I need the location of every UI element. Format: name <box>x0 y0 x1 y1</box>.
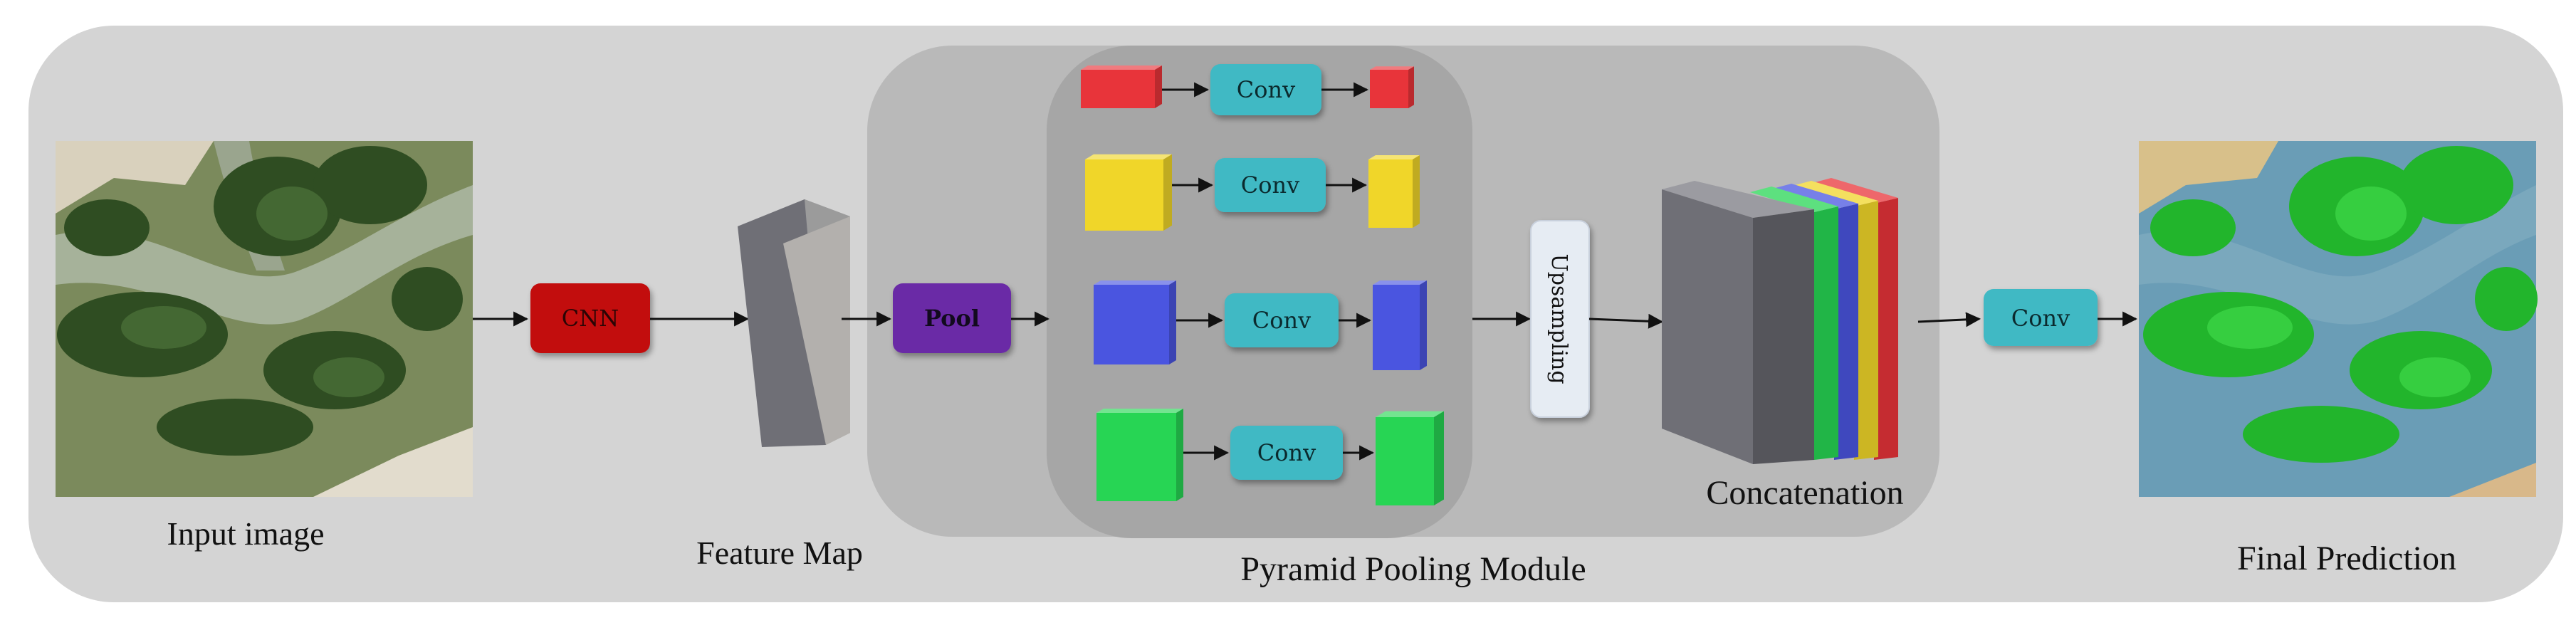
arrow-upsampling-to-concat <box>1588 313 1664 329</box>
final-conv-label: Conv <box>2011 305 2070 332</box>
input-image <box>56 141 473 497</box>
input-image-label: Input image <box>167 515 325 552</box>
pyramid-branch-4: Conv <box>1096 409 1444 505</box>
conv-output-cube-3 <box>1373 280 1427 370</box>
upsampling-block[interactable]: Upsampling <box>1530 220 1590 418</box>
conv-output-cube-1 <box>1370 66 1414 108</box>
pyramid-branch-2: Conv <box>1085 154 1420 231</box>
pooled-feature-cube-3 <box>1094 280 1176 364</box>
concat-feature-map <box>1662 181 1814 464</box>
ppm-label: Pyramid Pooling Module <box>1240 550 1586 588</box>
concat-slab-3 <box>1790 181 1878 460</box>
branch-conv-block-1[interactable]: Conv <box>1210 64 1321 115</box>
concatenation-stack <box>1662 178 1898 464</box>
feature-map-label: Feature Map <box>696 535 863 571</box>
concat-slab-2 <box>1770 184 1858 460</box>
final-prediction-label: Final Prediction <box>2237 540 2456 577</box>
cnn-label: CNN <box>562 305 619 332</box>
pooled-feature-cube-4 <box>1096 409 1183 501</box>
pooled-feature-cube-2 <box>1085 154 1172 231</box>
cnn-block[interactable]: CNN <box>530 283 650 353</box>
branch-conv-block-2[interactable]: Conv <box>1215 158 1326 212</box>
final-prediction-image <box>2139 141 2538 497</box>
pooled-feature-cube-1 <box>1081 65 1162 108</box>
branch-conv-block-4[interactable]: Conv <box>1230 426 1343 480</box>
branch-conv-label-1: Conv <box>1237 76 1295 103</box>
conv-output-cube-2 <box>1368 155 1420 228</box>
upsampling-label: Upsampling <box>1546 253 1571 384</box>
branch-conv-block-3[interactable]: Conv <box>1225 293 1339 347</box>
final-conv-block[interactable]: Conv <box>1984 289 2098 346</box>
arrow-concat-to-conv <box>1917 312 1981 327</box>
branch-conv-label-4: Conv <box>1257 439 1316 466</box>
conv-output-cube-4 <box>1376 411 1444 505</box>
pyramid-branch-1: Conv <box>1081 64 1414 115</box>
pyramid-branch-3: Conv <box>1094 280 1427 370</box>
branch-conv-label-3: Conv <box>1252 307 1311 334</box>
branch-conv-label-2: Conv <box>1241 172 1299 199</box>
pool-label: Pool <box>924 305 980 332</box>
concat-slab-4 <box>1810 178 1898 460</box>
feature-map-block <box>738 199 850 447</box>
concat-slab-1 <box>1750 187 1838 460</box>
pool-block[interactable]: Pool <box>893 283 1011 353</box>
concatenation-label: Concatenation <box>1706 474 1903 512</box>
